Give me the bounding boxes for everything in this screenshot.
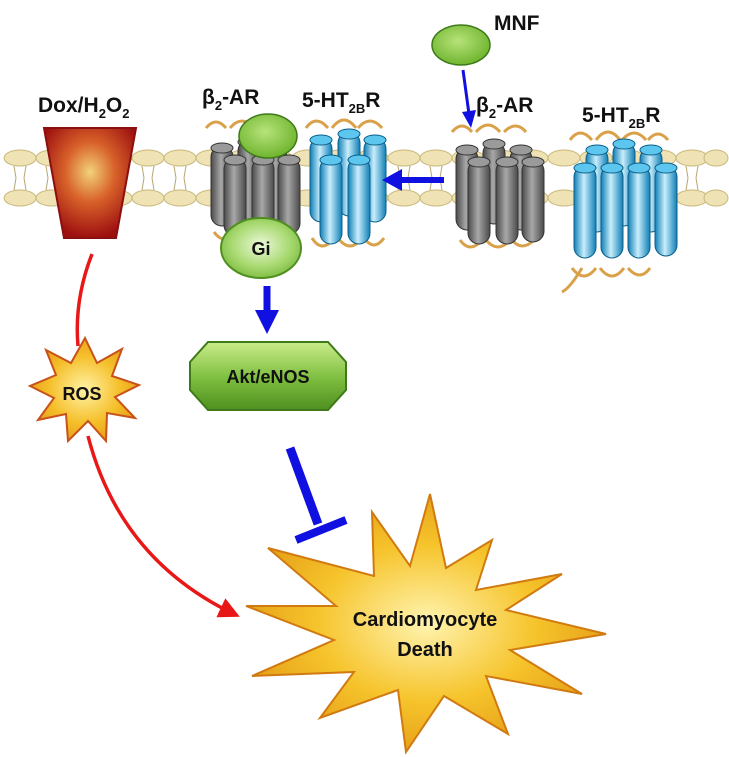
mnf-label: MNF	[494, 12, 540, 35]
5ht2b-label-right: 5-HT2BR	[582, 104, 660, 131]
beta2-ar-receptor-right	[450, 123, 545, 249]
mnf-ligand	[431, 24, 491, 66]
beta2-ar-label-right: β2-AR	[476, 94, 533, 121]
ros-label: ROS	[62, 384, 101, 404]
gi-label: Gi	[251, 239, 270, 259]
ros-to-death-arrow	[86, 435, 240, 618]
akt-enos-node: Akt/eNOS	[189, 341, 347, 411]
death-label-line2: Death	[397, 639, 453, 661]
dox-to-ros-arrow	[75, 253, 94, 347]
dox-label: Dox/H2O2	[38, 94, 130, 121]
5ht2b-receptor-right	[561, 130, 678, 294]
ros-star: ROS	[27, 335, 142, 444]
gi-protein: Gi	[220, 217, 302, 279]
heterodimer-arrow	[382, 169, 444, 191]
bound-ligand	[238, 113, 298, 159]
5ht2b-receptor-left	[304, 118, 387, 248]
cardiomyocyte-death-star: Cardiomyocyte Death	[245, 493, 607, 755]
akt-enos-label: Akt/eNOS	[226, 367, 309, 387]
inhibition-arrow	[285, 446, 348, 544]
death-label-line1: Cardiomyocyte	[353, 609, 498, 631]
dox-channel	[42, 127, 138, 239]
5ht2b-label-left: 5-HT2BR	[302, 89, 380, 116]
mnf-binding-arrow	[461, 69, 476, 128]
beta2-ar-label-left: β2-AR	[202, 86, 259, 113]
gi-to-akt-arrow	[255, 286, 279, 334]
